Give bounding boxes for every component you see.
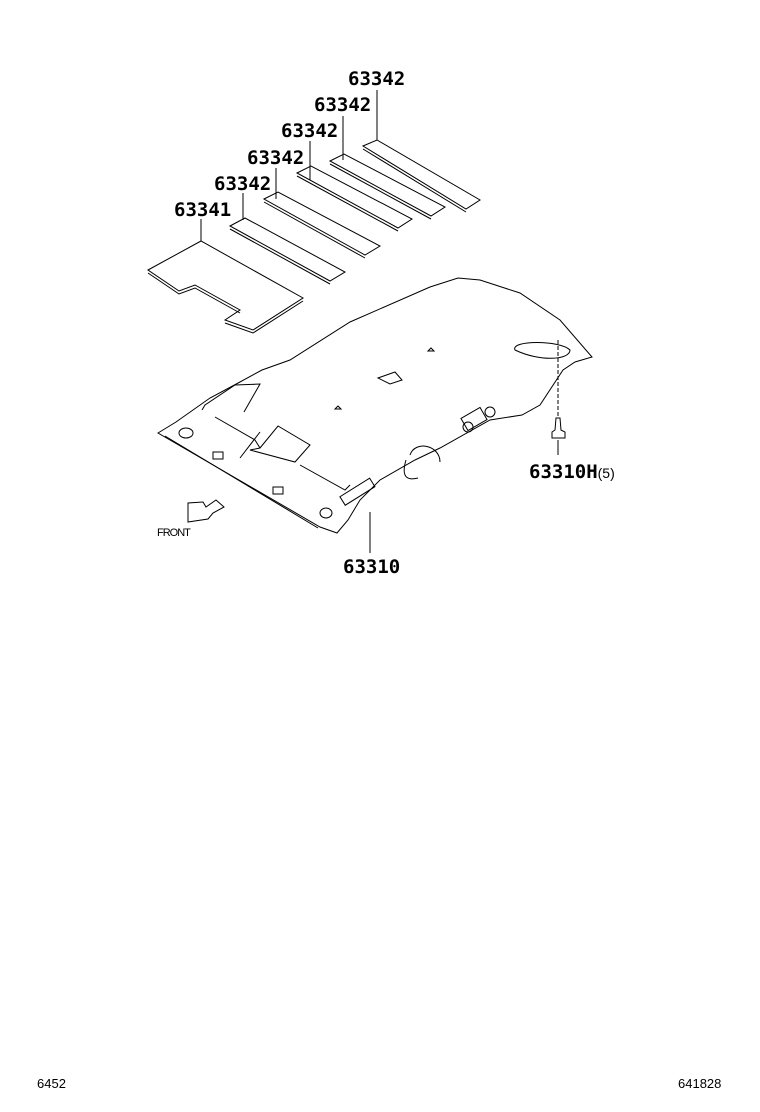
- strip-2: [262, 191, 382, 259]
- strip-4: [328, 153, 446, 220]
- front-arrow-icon: [187, 499, 225, 523]
- strip-3: [295, 165, 413, 232]
- part-number-63310: 63310: [343, 556, 401, 578]
- pad: [147, 240, 304, 334]
- clip-quantity: (5): [597, 465, 615, 481]
- strip-1: [228, 217, 347, 285]
- part-number-63342: 63342: [214, 173, 272, 195]
- part-number-63341: 63341: [174, 199, 232, 221]
- footer-right-code: 641828: [678, 1076, 722, 1091]
- leader-lines: [200, 90, 559, 553]
- part-number-63342: 63342: [348, 68, 406, 90]
- clip-part-number: 63310H: [529, 461, 598, 483]
- part-number-63342: 63342: [314, 94, 372, 116]
- strip-5: [361, 139, 481, 213]
- part-number-63342: 63342: [281, 120, 339, 142]
- headliner: [157, 277, 593, 534]
- part-number-63342: 63342: [247, 147, 305, 169]
- footer-left-code: 6452: [37, 1076, 66, 1091]
- part-number-63310h: 63310H(5): [529, 463, 615, 482]
- front-label: FRONT: [157, 527, 191, 539]
- clip-icon: [551, 417, 566, 439]
